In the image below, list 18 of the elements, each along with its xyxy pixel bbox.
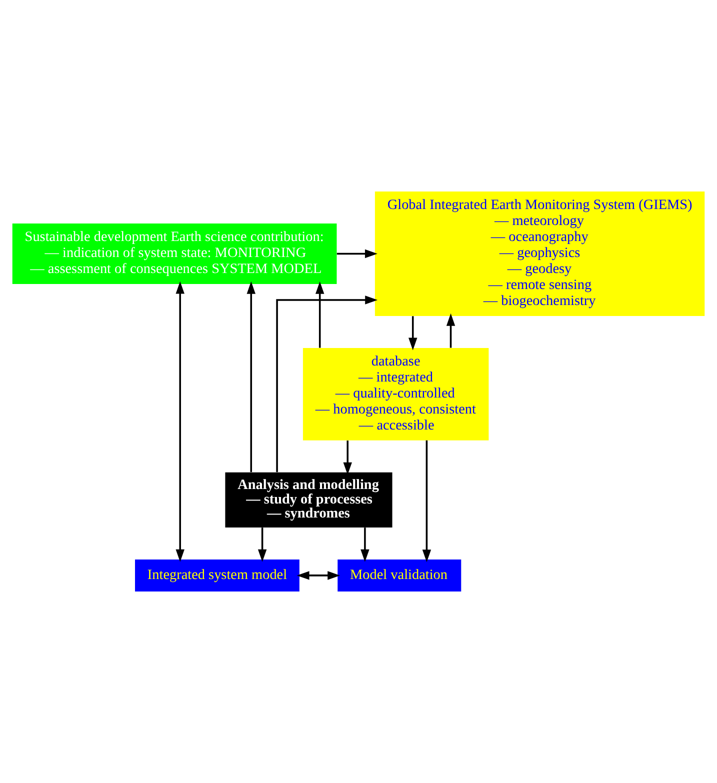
arrow xyxy=(422,440,432,562)
arrow xyxy=(446,313,456,348)
node-box: Model validation xyxy=(338,559,462,592)
arrow xyxy=(408,316,418,350)
arrow xyxy=(246,281,256,472)
node-box: Global Integrated Earth Monitoring System (GIEMS) — meteorology — oceanography — geophysics — geodesy — remote sensing — biogeochemistry xyxy=(374,192,705,316)
arrow xyxy=(343,440,352,475)
arrow xyxy=(296,571,340,580)
arrow xyxy=(360,528,370,562)
arrow xyxy=(258,528,267,562)
arrow xyxy=(276,296,378,472)
node-box: Analysis and modelling — study of processes — syndromes xyxy=(225,472,392,528)
arrow xyxy=(315,281,324,348)
node-box: Sustainable development Earth science contribution: — indication of system state: MONITORING — assessment of consequences SYSTEM MODEL xyxy=(12,224,337,284)
node-box: Integrated system model xyxy=(135,559,300,592)
arrow xyxy=(176,281,184,562)
node-box: database — integrated — quality-controlled — homogeneous, consistent — accessible xyxy=(302,348,489,440)
arrow xyxy=(336,249,378,258)
